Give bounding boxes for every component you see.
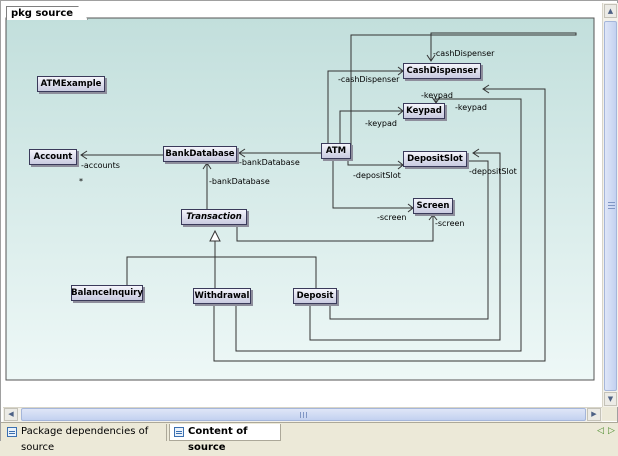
class-bankdatabase[interactable]: BankDatabase bbox=[163, 146, 237, 162]
role-label-screen-transaction: -screen bbox=[435, 219, 465, 228]
role-label-bankdatabase-atm: -bankDatabase bbox=[239, 158, 300, 167]
generalization-bar bbox=[126, 256, 317, 288]
package-label: pkg source bbox=[6, 6, 89, 20]
assoc-screen-atm bbox=[332, 161, 413, 209]
role-label-depositslot-right: -depositSlot bbox=[469, 167, 517, 176]
multiplicity-accounts: * bbox=[79, 177, 83, 186]
class-screen[interactable]: Screen bbox=[413, 198, 453, 214]
assoc-depositslot-atm bbox=[347, 161, 403, 166]
scroll-down-icon[interactable]: ▼ bbox=[604, 392, 617, 406]
scroll-left-icon[interactable]: ◀ bbox=[4, 408, 18, 421]
role-label-cashdispenser-atm: -cashDispenser bbox=[338, 75, 400, 84]
tab-content-of-source[interactable]: Content of source bbox=[169, 424, 281, 453]
assoc-deposit-keypad bbox=[309, 152, 501, 341]
diagram-svg bbox=[5, 17, 595, 381]
tab-next-icon[interactable]: ▷ bbox=[608, 426, 615, 436]
tab-prev-icon[interactable]: ◁ bbox=[597, 426, 604, 436]
assoc-screen-transaction bbox=[236, 215, 434, 242]
role-label-screen-atm: -screen bbox=[377, 213, 407, 222]
class-withdrawal[interactable]: Withdrawal bbox=[193, 288, 251, 304]
class-balanceinquiry[interactable]: BalanceInquiry bbox=[71, 285, 143, 301]
scroll-up-icon[interactable]: ▲ bbox=[604, 4, 617, 18]
view-tab-bar: Package dependencies of source Content o… bbox=[1, 422, 618, 453]
role-label-keypad-atm: -keypad bbox=[365, 119, 397, 128]
class-keypad[interactable]: Keypad bbox=[403, 103, 445, 119]
horizontal-scroll-thumb[interactable] bbox=[21, 408, 586, 421]
class-diagram-icon bbox=[174, 427, 184, 437]
class-atmexample[interactable]: ATMExample bbox=[37, 76, 105, 92]
class-atm[interactable]: ATM bbox=[321, 143, 351, 159]
role-label-keypad-top: -keypad bbox=[421, 91, 453, 100]
assoc-cashdispenser-atm bbox=[327, 70, 403, 145]
class-deposit[interactable]: Deposit bbox=[293, 288, 337, 304]
assoc-keypad-atm bbox=[339, 110, 403, 145]
role-label-accounts: -accounts bbox=[81, 161, 120, 170]
vertical-scrollbar[interactable]: ▲ ▼ bbox=[602, 3, 618, 407]
assoc-withdrawal-cashdispenser bbox=[213, 88, 546, 362]
connectors bbox=[81, 32, 577, 362]
class-depositslot[interactable]: DepositSlot bbox=[403, 151, 467, 167]
tab-package-dependencies[interactable]: Package dependencies of source bbox=[3, 424, 167, 453]
tab-label: Package dependencies of source bbox=[21, 426, 149, 453]
assoc-cashdispenser-top bbox=[350, 32, 577, 145]
class-account[interactable]: Account bbox=[29, 149, 77, 165]
package-diagram-icon bbox=[7, 427, 17, 437]
vertical-scroll-thumb[interactable] bbox=[604, 21, 617, 391]
generalization-triangle bbox=[209, 229, 221, 242]
horizontal-scrollbar[interactable]: ◀ ▶ bbox=[3, 407, 602, 422]
class-cashdispenser[interactable]: CashDispenser bbox=[403, 63, 481, 79]
diagram-canvas[interactable]: pkg source ATMExample Account BankDataba… bbox=[3, 3, 603, 407]
role-label-cashdispenser-top: -cashDispenser bbox=[433, 49, 495, 58]
role-label-bankdatabase-transaction: -bankDatabase bbox=[209, 177, 270, 186]
assoc-deposit-depositslot bbox=[329, 160, 489, 320]
tab-label: Content of source bbox=[188, 426, 248, 453]
scrollbar-corner bbox=[602, 407, 617, 421]
role-label-keypad-right: -keypad bbox=[455, 103, 487, 112]
role-label-depositslot-atm: -depositSlot bbox=[353, 171, 401, 180]
class-transaction[interactable]: Transaction bbox=[181, 209, 247, 225]
scroll-right-icon[interactable]: ▶ bbox=[587, 408, 601, 421]
package-frame bbox=[5, 17, 595, 381]
assoc-withdrawal-keypad bbox=[235, 98, 522, 352]
